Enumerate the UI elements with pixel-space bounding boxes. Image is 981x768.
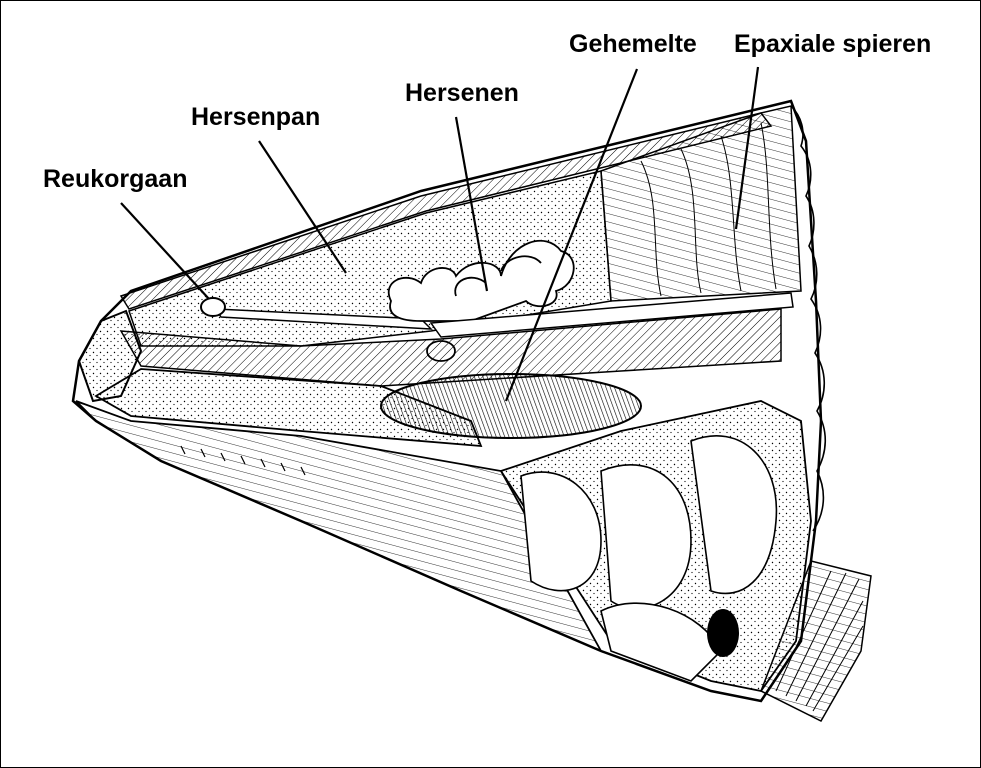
lower-jaw-teeth xyxy=(180,445,306,476)
olfactory-organ-shape xyxy=(200,297,226,317)
muscle-striations xyxy=(640,122,777,297)
lower-jaw xyxy=(75,400,604,653)
label-epaxial-muscles: Epaxiale spieren xyxy=(734,30,932,58)
label-brain: Hersenen xyxy=(405,79,519,107)
gill-arches xyxy=(520,435,778,682)
leader-hersenpan xyxy=(258,140,347,274)
label-braincase: Hersenpan xyxy=(191,103,321,131)
leader-epaxiale xyxy=(734,66,760,230)
cranial-floor xyxy=(119,308,782,387)
pectoral-fin xyxy=(760,560,872,722)
leader-hersenen xyxy=(454,116,489,292)
label-olfactory-organ: Reukorgaan xyxy=(43,165,188,193)
palate-shape xyxy=(380,373,642,439)
leader-lines xyxy=(120,66,760,402)
spinal-channel xyxy=(429,292,794,338)
leader-gehemelte xyxy=(504,68,639,402)
leader-reukorgaan xyxy=(120,202,210,300)
epaxial-muscle-block xyxy=(600,105,802,302)
cut-edge xyxy=(790,105,827,532)
fin-rays xyxy=(775,570,864,712)
label-palate: Gehemelte xyxy=(569,30,697,58)
oesophagus-opening xyxy=(707,609,739,657)
